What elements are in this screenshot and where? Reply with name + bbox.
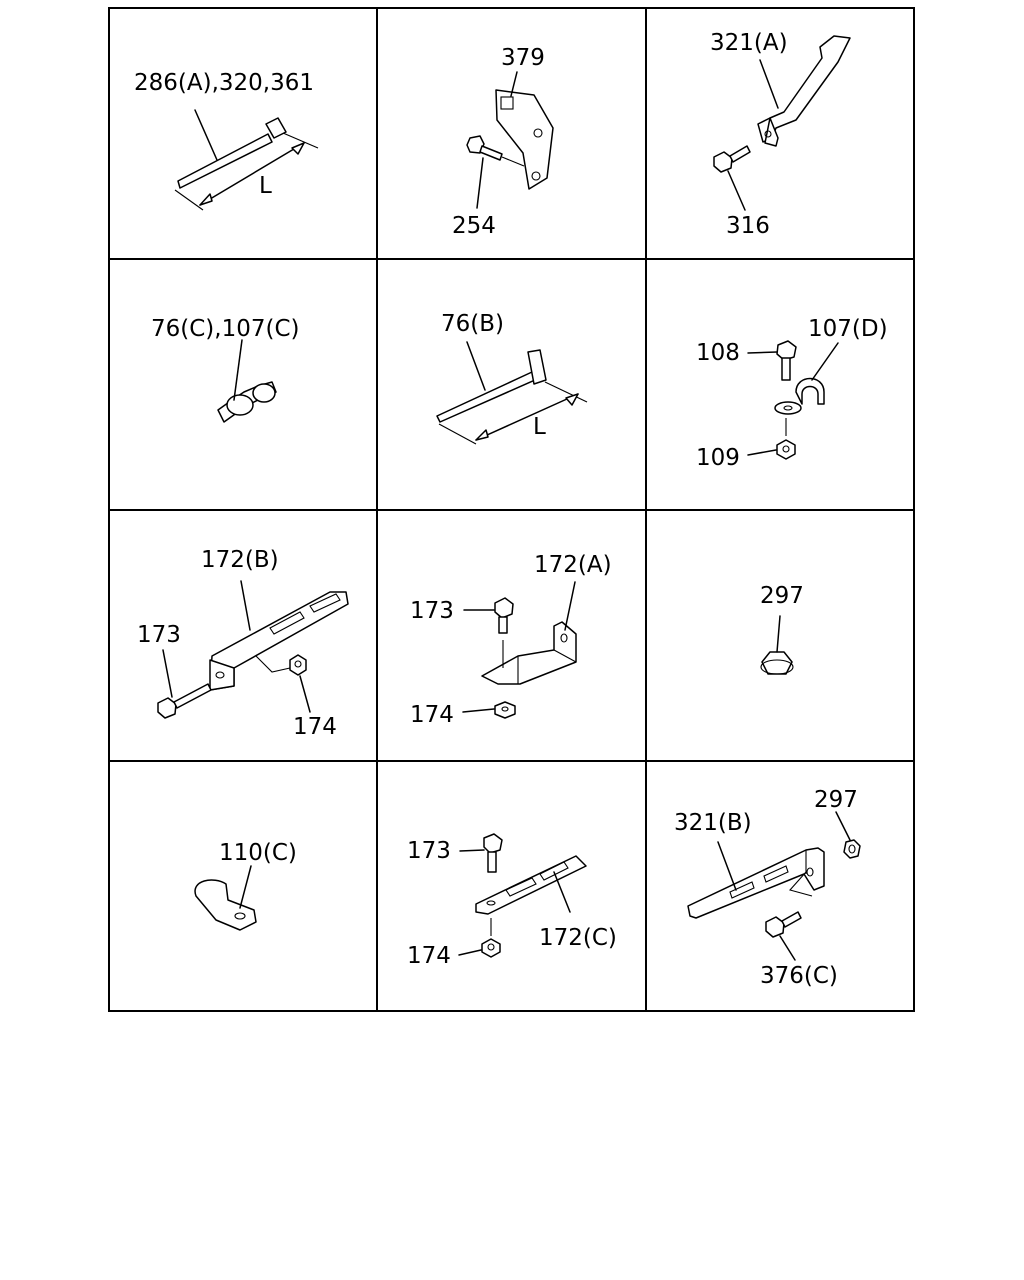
callout-321a: 321(A)	[710, 30, 788, 56]
callout-107d: 107(D)	[808, 316, 888, 342]
bracket-172a	[481, 621, 577, 685]
grid-frame	[108, 7, 915, 1012]
nut-297	[761, 651, 793, 675]
callout-76c-107c: 76(C),107(C)	[151, 316, 300, 342]
cable-tie-strap	[177, 133, 273, 189]
bolt-173	[494, 597, 514, 619]
callout-174: 174	[407, 943, 451, 969]
dimension-l: L	[533, 414, 546, 440]
callout-109: 109	[696, 445, 740, 471]
callout-172c: 172(C)	[539, 925, 617, 951]
cell-bracket-172a: 172(A) 173 174	[410, 552, 612, 728]
callout-173: 173	[410, 598, 454, 624]
cell-bracket-379: 379 254	[452, 45, 554, 239]
callout-172b: 172(B)	[201, 547, 279, 573]
callout-297: 297	[760, 583, 804, 609]
callout-379: 379	[501, 45, 545, 71]
dimension-l: L	[259, 173, 272, 199]
cell-bracket-321b: 321(B) 297 376(C)	[674, 787, 861, 989]
washer-174	[481, 938, 501, 958]
callout-173: 173	[137, 622, 181, 648]
bracket-379	[495, 89, 554, 190]
callout-172a: 172(A)	[534, 552, 612, 578]
bolt-254	[466, 135, 485, 154]
cell-nut-297: 297	[760, 583, 804, 675]
callout-286a-320-361: 286(A),320,361	[134, 70, 314, 96]
bolt-173	[483, 833, 503, 854]
cell-strap-172c: 173 172(C) 174	[407, 833, 617, 969]
callout-76b: 76(B)	[441, 311, 504, 337]
washer-174	[289, 654, 307, 676]
bolt-376c	[765, 916, 785, 938]
cable-tie-76b-head	[527, 349, 547, 385]
cell-bracket-172b: 172(B) 173 174	[137, 547, 349, 740]
callout-110c: 110(C)	[219, 840, 297, 866]
cell-cable-tie-long: 286(A),320,361 L	[134, 70, 319, 211]
washer-174	[494, 701, 516, 719]
bolt-173	[157, 697, 177, 719]
cable-tie-head	[265, 117, 287, 139]
nut-297	[843, 839, 861, 859]
callout-254: 254	[452, 213, 496, 239]
bolt-316	[713, 151, 733, 173]
bolt-108	[776, 340, 797, 361]
cable-tie-76b-strap	[436, 371, 536, 423]
nut-109	[776, 439, 796, 460]
callout-174: 174	[293, 714, 337, 740]
callout-108: 108	[696, 340, 740, 366]
clamp-107d	[795, 377, 825, 405]
callout-297: 297	[814, 787, 858, 813]
callout-321b: 321(B)	[674, 810, 752, 836]
callout-173: 173	[407, 838, 451, 864]
callout-376c: 376(C)	[760, 963, 838, 989]
callout-174: 174	[410, 702, 454, 728]
clamp-110c	[194, 879, 257, 931]
cell-clamp-107d: 108 107(D) 109	[696, 316, 888, 471]
cell-double-clamp: 76(C),107(C)	[151, 316, 300, 423]
cell-bracket-321a: 321(A) 316	[710, 30, 851, 239]
bracket-321b	[687, 847, 825, 919]
cell-cable-tie-76b: 76(B) L	[436, 311, 588, 445]
cell-clamp-110c: 110(C)	[194, 840, 297, 931]
callout-316: 316	[726, 213, 770, 239]
